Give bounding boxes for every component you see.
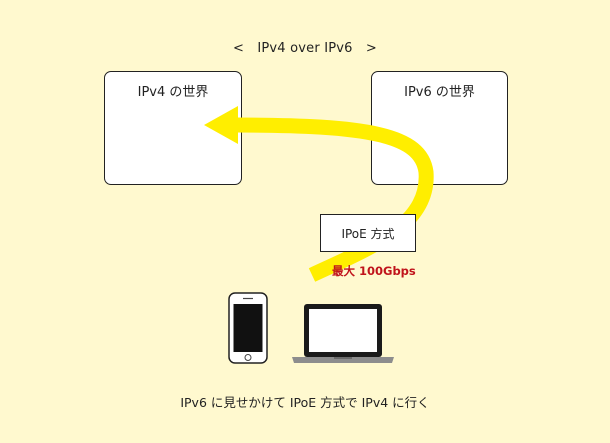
route-arrow-body bbox=[234, 117, 434, 282]
caption-text: IPv6 に見せかけて IPoE 方式で IPv4 に行く bbox=[180, 395, 430, 410]
ipoe-label: IPoE 方式 bbox=[341, 226, 395, 241]
smartphone-icon bbox=[228, 292, 268, 364]
ipv6-world-label: IPv6 の世界 bbox=[404, 85, 475, 100]
route-arrowhead-icon bbox=[204, 106, 238, 144]
speed-label: 最大 100Gbps bbox=[332, 264, 416, 278]
diagram-title: < IPv4 over IPv6 > bbox=[233, 41, 377, 56]
ipv4-world-label: IPv4 の世界 bbox=[137, 85, 209, 100]
laptop-icon bbox=[292, 304, 394, 363]
ipoe-box: IPoE 方式 bbox=[320, 214, 416, 252]
ipv6-world-box: IPv6 の世界 bbox=[371, 71, 508, 185]
